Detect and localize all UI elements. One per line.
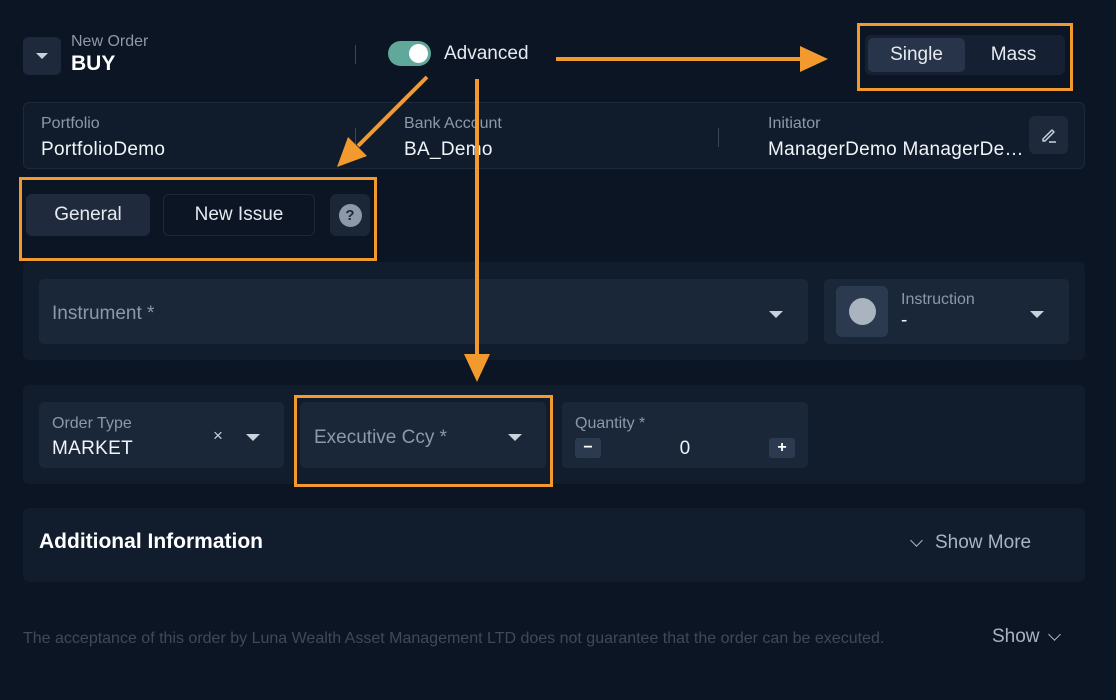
order-side: BUY <box>71 52 116 75</box>
caret-down-icon <box>508 434 522 441</box>
portfolio-label: Portfolio <box>41 115 100 132</box>
order-type-value: MARKET <box>52 438 133 459</box>
edit-initiator-button[interactable] <box>1029 116 1068 154</box>
account-divider <box>718 128 719 147</box>
advanced-label: Advanced <box>444 43 529 64</box>
minus-button[interactable]: − <box>575 438 601 458</box>
quantity-input[interactable]: 0 <box>679 438 691 459</box>
mode-switch: Single Mass <box>865 35 1065 75</box>
caret-down-icon <box>36 53 48 59</box>
quantity-label: Quantity * <box>575 415 646 432</box>
account-card <box>23 102 1085 169</box>
bank-account-value[interactable]: BA_Demo <box>404 139 493 160</box>
additional-info-section <box>23 508 1085 582</box>
header-divider <box>355 45 356 64</box>
additional-info-title: Additional Information <box>39 530 263 553</box>
account-divider <box>355 128 356 147</box>
help-button[interactable]: ? <box>330 194 370 236</box>
bank-account-label: Bank Account <box>404 115 502 132</box>
edit-icon <box>1041 129 1056 143</box>
chevron-down-icon <box>1047 628 1061 641</box>
mode-single-button[interactable]: Single <box>868 38 965 72</box>
collapse-button[interactable] <box>23 37 61 75</box>
show-disclaimer-button[interactable]: Show <box>992 626 1061 648</box>
executive-ccy-placeholder: Executive Ccy * <box>314 427 448 448</box>
instruction-value: - <box>901 310 908 331</box>
quantity-stepper <box>562 402 808 468</box>
show-more-label: Show More <box>935 532 1032 553</box>
clear-icon[interactable]: × <box>213 426 223 445</box>
portfolio-value[interactable]: PortfolioDemo <box>41 139 166 160</box>
instruction-avatar <box>836 286 888 337</box>
plus-button[interactable]: + <box>769 438 795 458</box>
initiator-label: Initiator <box>768 115 821 132</box>
order-subtitle: New Order <box>71 33 149 50</box>
disclaimer-text: The acceptance of this order by Luna Wea… <box>23 630 885 647</box>
chevron-down-icon <box>910 534 923 547</box>
initiator-value[interactable]: ManagerDemo ManagerDemo <box>768 139 1026 160</box>
show-label: Show <box>992 626 1040 647</box>
advanced-toggle[interactable] <box>388 41 431 66</box>
caret-down-icon <box>246 434 260 441</box>
caret-down-icon <box>769 311 783 318</box>
order-type-label: Order Type <box>52 415 132 432</box>
tab-new-issue[interactable]: New Issue <box>163 194 315 236</box>
instrument-select[interactable] <box>39 279 808 344</box>
instruction-label: Instruction <box>901 291 975 308</box>
mode-mass-button[interactable]: Mass <box>990 44 1037 65</box>
order-type-select[interactable] <box>39 402 284 468</box>
tab-general[interactable]: General <box>26 194 150 236</box>
help-icon: ? <box>338 203 362 227</box>
show-more-button[interactable]: Show More <box>910 532 1032 554</box>
caret-down-icon <box>1030 311 1044 318</box>
executive-ccy-select[interactable] <box>300 402 546 468</box>
instrument-placeholder: Instrument * <box>52 303 155 324</box>
